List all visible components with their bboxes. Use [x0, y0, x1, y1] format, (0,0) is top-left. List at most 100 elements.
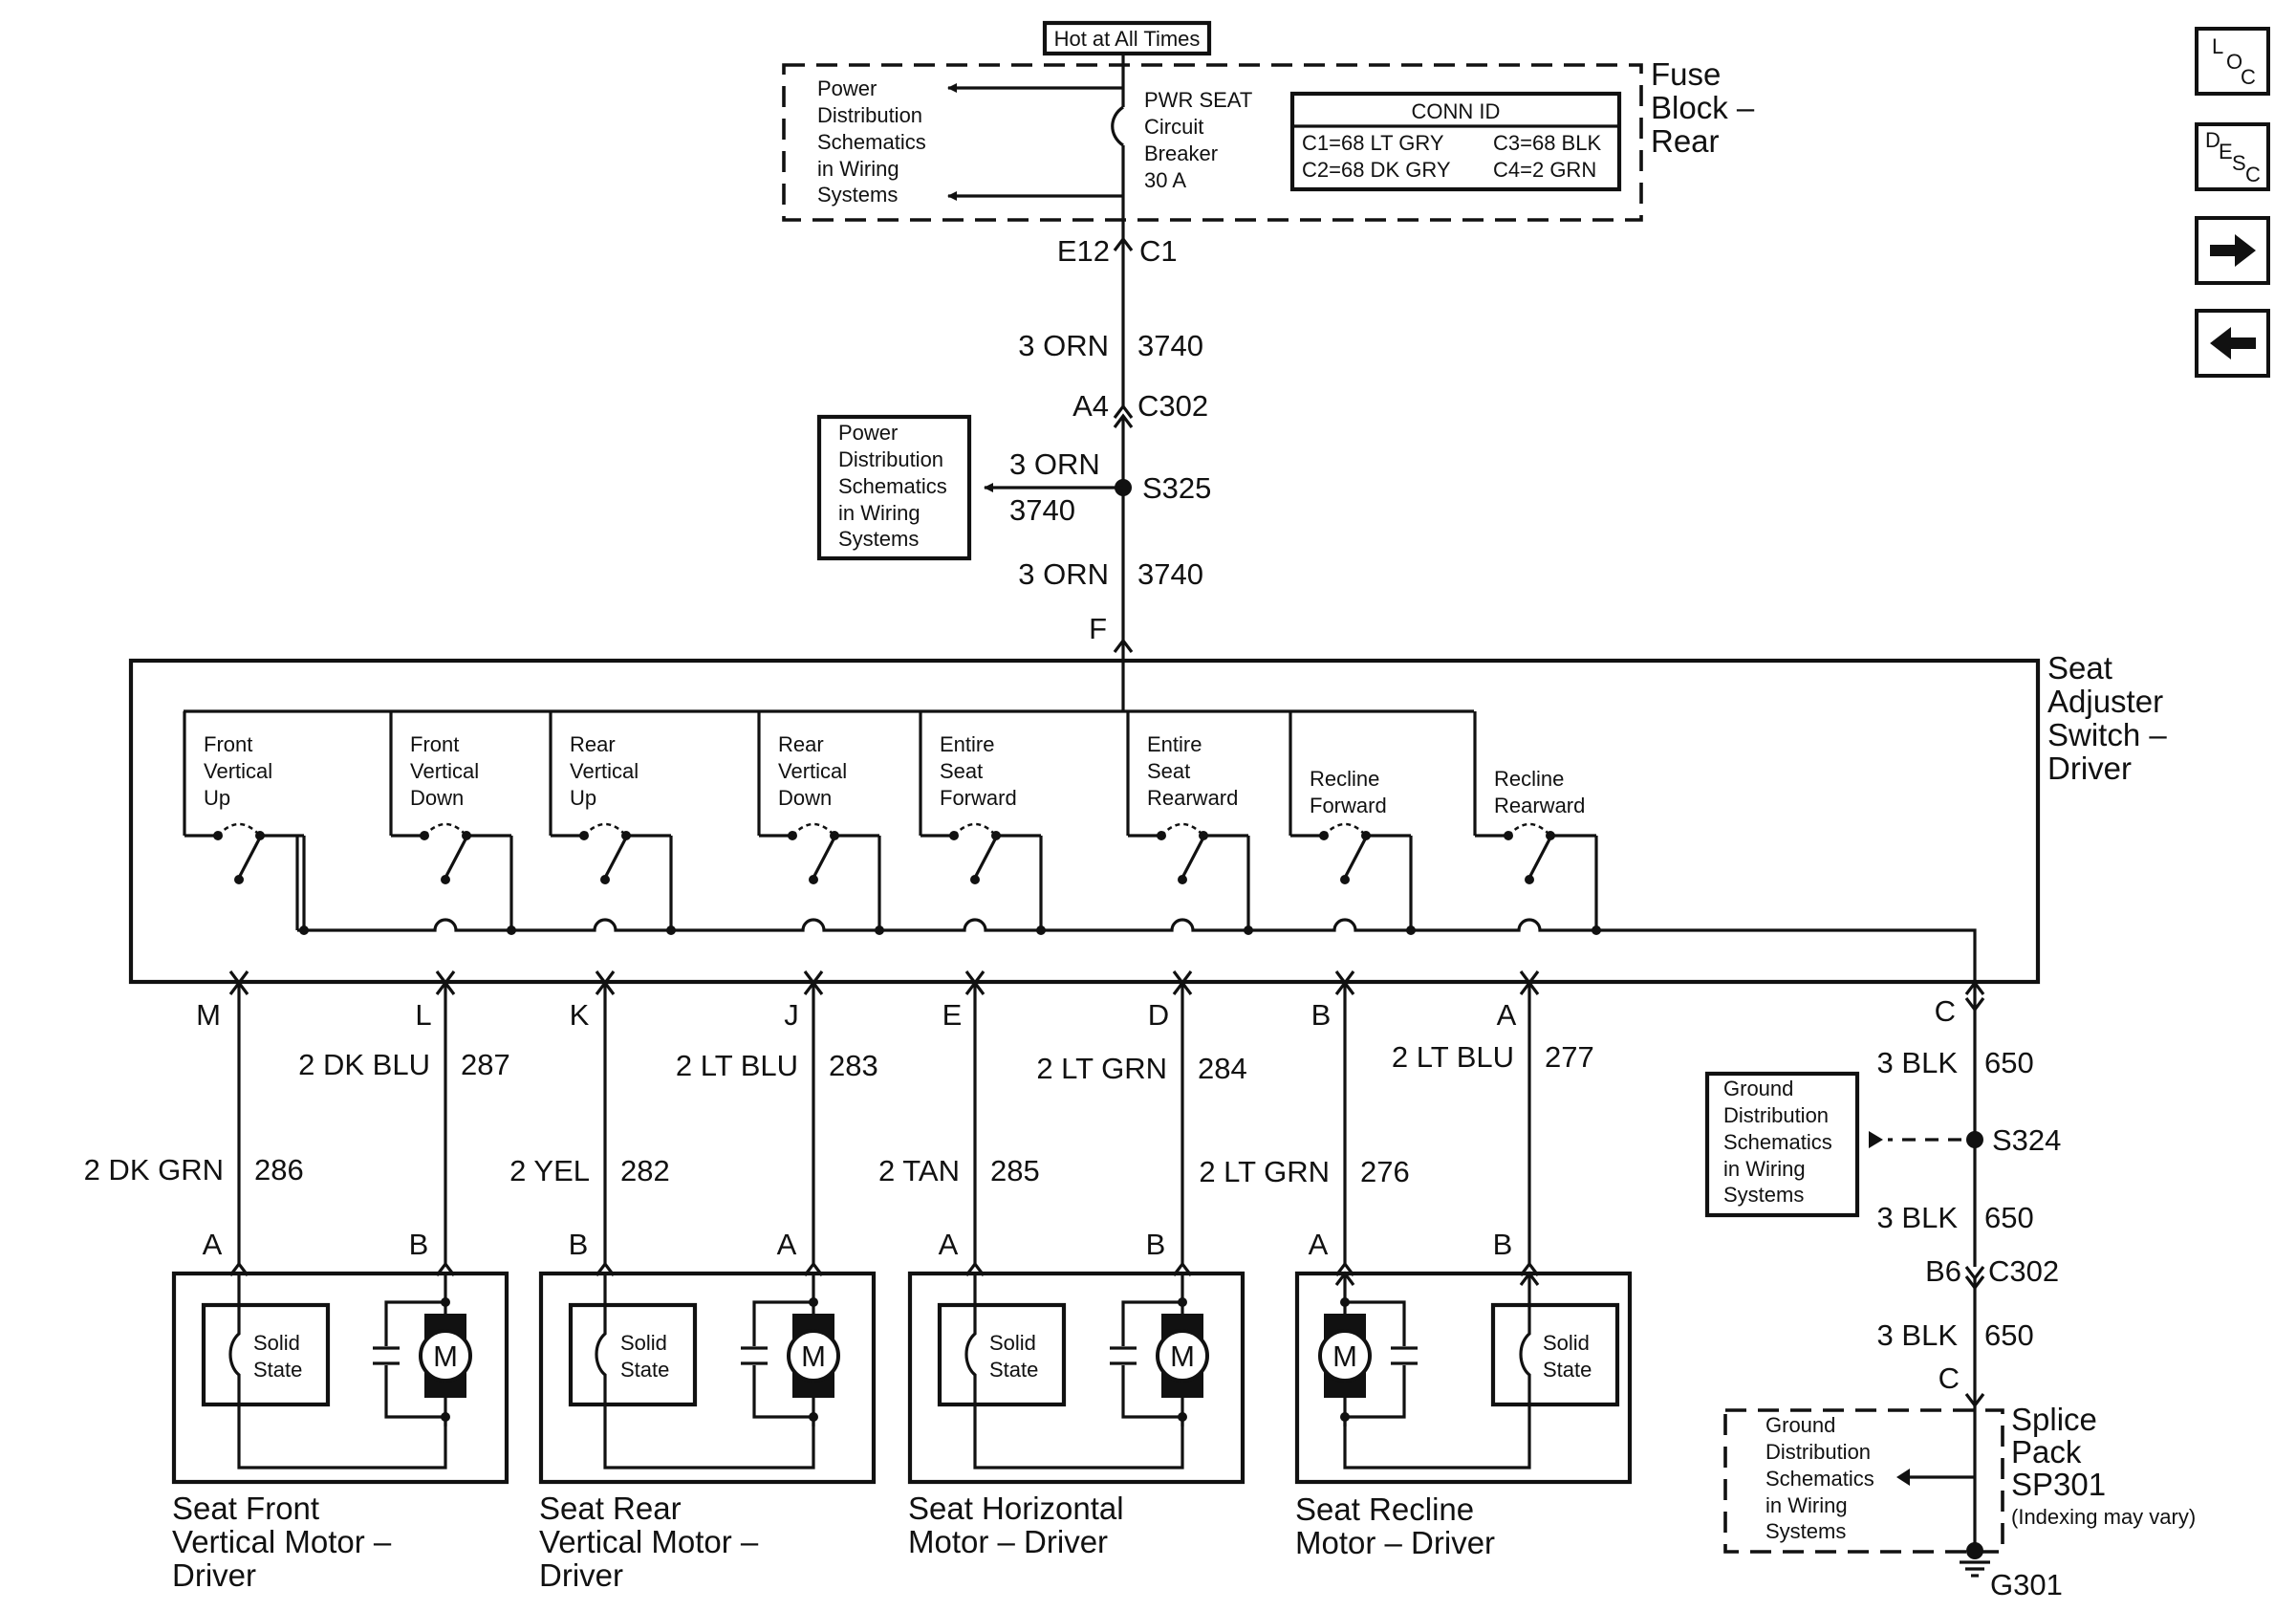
switch-name-line4: Driver: [2047, 751, 2132, 786]
capacitor-lead-top: [1121, 1300, 1182, 1346]
splice-pack-outline: [1723, 1408, 2004, 1554]
motor-housing: [907, 1271, 1245, 1485]
motor-pin-label: B: [569, 1228, 589, 1261]
contact-lever: [1343, 837, 1368, 879]
motor-housing: [1294, 1271, 1633, 1485]
ground-conn-pin: B6: [1925, 1254, 1961, 1288]
breaker-label-line3: Breaker: [1144, 142, 1218, 165]
contact-label-line: Front: [410, 732, 459, 756]
switch-ground-bus: [295, 836, 1977, 983]
ground-ref-line2: Distribution: [1723, 1103, 1829, 1127]
splice-pack-line3: SP301: [2011, 1467, 2106, 1502]
solid-state-label: State: [989, 1358, 1038, 1382]
splice-s324-label: S324: [1992, 1123, 2061, 1157]
circuit-breaker-symbol: [1111, 105, 1124, 147]
ground-ref-line5: Systems: [1723, 1183, 1804, 1207]
sp301-ref-arrow: [1896, 1469, 1910, 1486]
motor-name-line: Seat Recline: [1295, 1491, 1474, 1527]
switch-name-line3: Switch –: [2047, 717, 2167, 752]
switch-pin-label: J: [784, 998, 799, 1032]
solid-state-label: State: [1543, 1358, 1592, 1382]
breaker-label-line1: PWR SEAT: [1144, 88, 1252, 112]
splice-pack-note: (Indexing may vary): [2011, 1505, 2196, 1529]
fuse-connector-c1: C1: [1139, 234, 1178, 268]
motor-name-line: Vertical Motor –: [539, 1524, 759, 1559]
switch-pin-label: E: [942, 998, 963, 1032]
ground-ref2-line3: Schematics: [1765, 1467, 1874, 1491]
hot-at-all-times-label: Hot at All Times: [1054, 27, 1201, 51]
ground-w1-circuit: 650: [1984, 1046, 2034, 1079]
internal-link: [1343, 1407, 1531, 1469]
back-button[interactable]: [2195, 309, 2270, 378]
motor-pin-label: B: [409, 1228, 429, 1261]
switch-pin-label: M: [196, 998, 221, 1032]
motor-pin-label: A: [939, 1228, 959, 1261]
feed-conn-name: C302: [1137, 389, 1208, 423]
contact-lever: [444, 837, 468, 879]
ground-w2-circuit: 650: [1984, 1201, 2034, 1234]
motor-icon: [1318, 1329, 1372, 1382]
loc-button[interactable]: L O C: [2195, 27, 2270, 96]
contact-pivot: [1178, 875, 1187, 884]
fuse-block-outline: [782, 63, 1643, 222]
ground-w3-color: 3 BLK: [1877, 1318, 1959, 1352]
s325-power-ref-line4: in Wiring: [838, 501, 921, 525]
ground-w3-circuit: 650: [1984, 1318, 2034, 1352]
ground-g301-label: G301: [1990, 1568, 2063, 1601]
solid-state-label: State: [620, 1358, 669, 1382]
contact-label-line: Up: [570, 786, 596, 810]
contact-arc: [1507, 822, 1551, 837]
internal-link: [603, 1407, 815, 1469]
feed-wire1-circuit: 3740: [1137, 329, 1203, 362]
fuse-block-rear: Hot at All Times Fuse Block – Rear Power…: [782, 20, 1755, 406]
contact-lever: [1527, 837, 1552, 879]
motor-pin-label: A: [777, 1228, 797, 1261]
contact-arc: [583, 822, 627, 837]
conn-c3: C3=68 BLK: [1493, 131, 1601, 155]
wire-circuit-label: 282: [620, 1154, 670, 1187]
next-button[interactable]: [2195, 216, 2270, 285]
ground-ref-line1: Ground: [1723, 1077, 1793, 1100]
wire-circuit-label: 287: [461, 1048, 510, 1081]
feed-wire2-color: 3 ORN: [1018, 557, 1109, 591]
fuse-block-name-line1: Fuse: [1651, 56, 1721, 92]
solid-state-label: Solid: [989, 1331, 1036, 1355]
internal-link: [237, 1407, 447, 1469]
contact-lever: [973, 837, 998, 879]
desc-button[interactable]: D E S C: [2195, 122, 2270, 191]
breaker-label-line2: Circuit: [1144, 115, 1203, 139]
contact-label-line: Vertical: [410, 759, 479, 783]
ground-ref-line4: in Wiring: [1723, 1157, 1806, 1181]
contact-label-line: Rearward: [1147, 786, 1238, 810]
solid-state-box: [1490, 1302, 1620, 1407]
desc-letter-d: D: [2205, 128, 2220, 152]
desc-letter-s: S: [2232, 151, 2246, 175]
s325-power-ref-line3: Schematics: [838, 474, 947, 498]
switch-name-line1: Seat: [2047, 650, 2112, 686]
contact-label-line: Vertical: [778, 759, 847, 783]
fuse-pin-e12: E12: [1057, 234, 1110, 268]
s325-power-ref-line1: Power: [838, 421, 898, 445]
fuse-power-ref-line1: Power: [817, 76, 877, 100]
fuse-block-name-line2: Block –: [1651, 90, 1755, 125]
wire-color-label: 2 DK BLU: [298, 1048, 430, 1081]
motor-icon: [787, 1329, 840, 1382]
contact-label-line: Vertical: [204, 759, 272, 783]
ground-w2-color: 3 BLK: [1877, 1201, 1959, 1234]
capacitor-lead-top: [384, 1300, 445, 1346]
switch-contacts: FrontVerticalUpFrontVerticalDownRearVert…: [183, 708, 1977, 983]
wire-circuit-label: 286: [254, 1153, 304, 1186]
contact-pivot: [1525, 875, 1534, 884]
internal-link: [973, 1407, 1184, 1469]
wire-circuit-label: 277: [1545, 1040, 1594, 1074]
